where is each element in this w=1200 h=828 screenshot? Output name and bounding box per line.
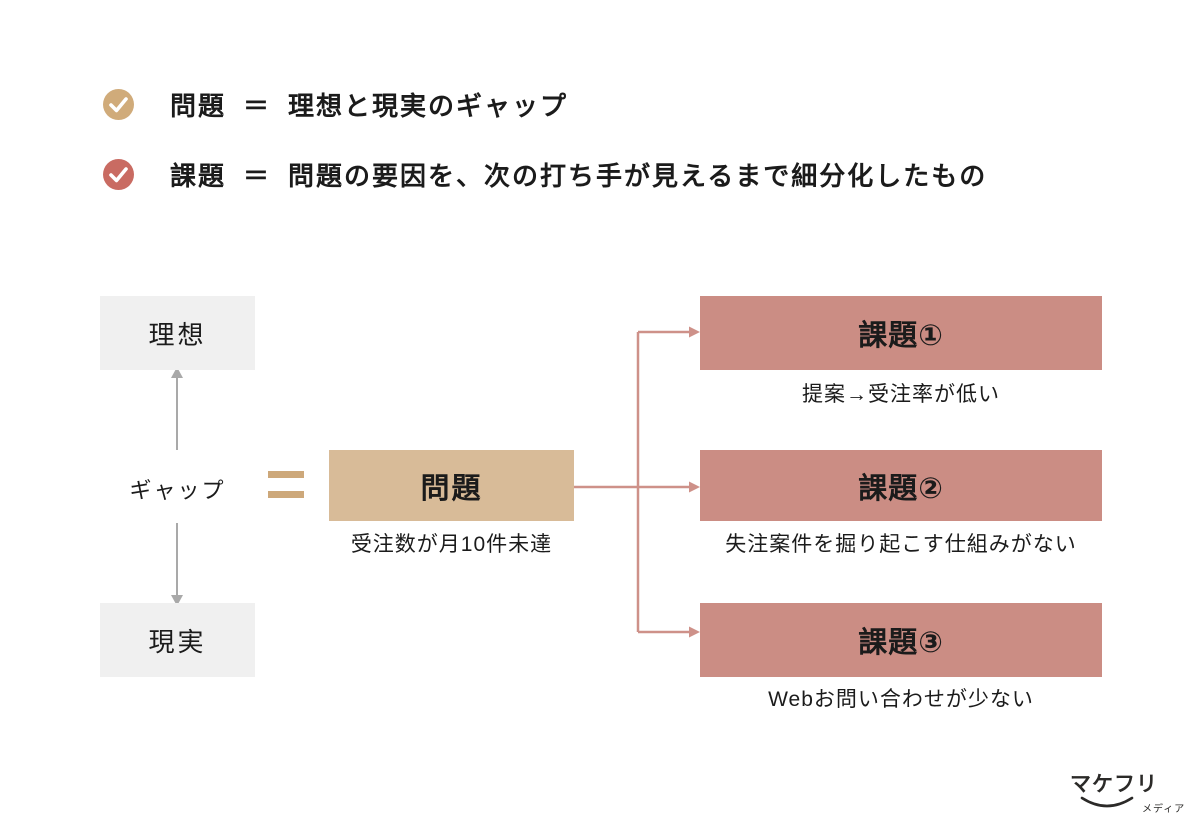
- issue-caption-3: Webお問い合わせが少ない: [768, 688, 1034, 711]
- equals-sign: ＝: [243, 160, 272, 191]
- brand-name: マケフリ: [1070, 773, 1158, 796]
- gap-label: ギャップ: [129, 478, 226, 503]
- arrow-right-icon: [689, 481, 700, 493]
- problem-caption: 受注数が月10件未達: [350, 533, 553, 556]
- reality-label: 現実: [148, 626, 207, 657]
- check-icon: [103, 158, 134, 190]
- issue-box-1: 課題①: [700, 296, 1102, 370]
- legend-text: 課題 ＝ 問題の要因を、次の打ち手が見えるまで細分化したもの: [170, 156, 987, 193]
- issue-label: 課題①: [858, 320, 944, 352]
- legend-text: 問題 ＝ 理想と現実のギャップ: [170, 86, 568, 123]
- problem-box: 問題: [329, 450, 574, 521]
- legend-definition: 理想と現実のギャップ: [288, 90, 569, 121]
- equals-icon: [268, 471, 304, 498]
- ideal-label: 理想: [148, 319, 207, 350]
- issue-caption-1: 提案→受注率が低い: [802, 383, 1000, 406]
- equals-sign: ＝: [243, 90, 272, 121]
- ideal-box: 理想: [100, 296, 255, 370]
- legend-definition: 問題の要因を、次の打ち手が見えるまで細分化したもの: [288, 160, 988, 191]
- issue-box-3: 課題③: [700, 603, 1102, 677]
- legend-term: 課題: [170, 160, 227, 191]
- brand-logo: マケフリ メディア: [1070, 774, 1190, 816]
- check-icon: [103, 88, 134, 120]
- arrow-right-icon: [689, 626, 700, 638]
- issue-label: 課題②: [858, 472, 944, 505]
- issue-label: 課題③: [858, 627, 944, 659]
- problem-label: 問題: [420, 472, 483, 505]
- legend-item-issue: 課題 ＝ 問題の要因を、次の打ち手が見えるまで細分化したもの: [103, 157, 987, 191]
- issue-box-2: 課題②: [700, 450, 1102, 521]
- legend-term: 問題: [170, 90, 227, 121]
- smile-icon: [1080, 796, 1134, 808]
- brand-subtitle: メディア: [1142, 804, 1186, 815]
- arrow-right-icon: [689, 326, 700, 338]
- legend-item-problem: 問題 ＝ 理想と現実のギャップ: [103, 87, 568, 121]
- reality-box: 現実: [100, 603, 255, 677]
- issue-caption-2: 失注案件を掘り起こす仕組みがない: [725, 533, 1077, 556]
